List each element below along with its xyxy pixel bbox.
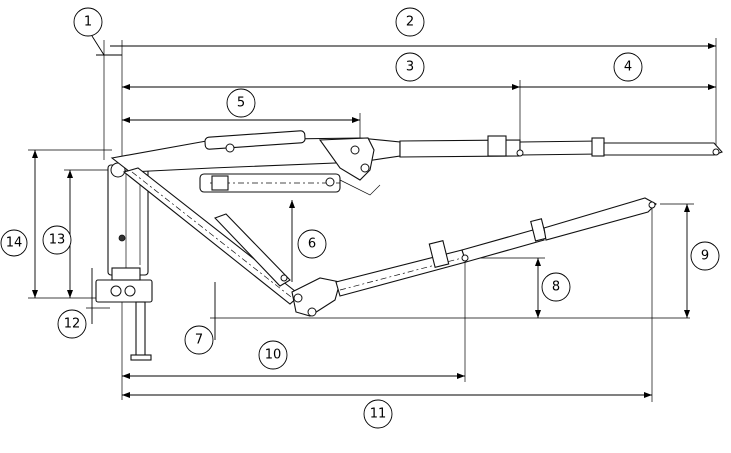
dim-13-arrow-b: [67, 290, 73, 298]
callout-label: 4: [624, 60, 632, 75]
callout-5: 5: [226, 88, 256, 118]
callout-label: 12: [64, 317, 81, 332]
dim-8-arrow-t: [535, 258, 541, 266]
callout-13: 13: [42, 225, 72, 255]
callout-label: 2: [406, 15, 414, 30]
callout-2: 2: [395, 7, 425, 37]
dim-10-arrow-r: [457, 373, 465, 379]
base-block: [95, 279, 153, 303]
callout-label: 5: [237, 96, 245, 111]
secondary-cylinders: [199, 173, 381, 196]
callout-8: 8: [541, 272, 571, 302]
upper-boom: [110, 130, 723, 181]
callout-12: 12: [57, 309, 87, 339]
dim-11-arrow-l: [122, 392, 130, 398]
callout-label: 9: [701, 249, 709, 264]
jib-section-3: [603, 142, 723, 156]
dim-5-arrow-l: [122, 117, 130, 123]
dim-14-arrow-t: [32, 150, 38, 158]
callout-label: 7: [195, 333, 203, 348]
callout-3: 3: [395, 52, 425, 82]
callout-label: 10: [265, 348, 282, 363]
jib-lowered-3: [543, 197, 657, 241]
crane-column: [95, 162, 153, 361]
lowered-boom: [122, 167, 657, 317]
callout-7: 7: [184, 325, 214, 355]
callout-label: 1: [84, 15, 92, 30]
callout-1: 1: [73, 7, 103, 37]
dim-11-arrow-r: [644, 392, 652, 398]
dim-4-arrow-r: [708, 84, 716, 90]
dim-13-arrow-t: [67, 170, 73, 178]
callout-14: 14: [0, 229, 28, 257]
dim-5-arrow-r: [352, 117, 360, 123]
dim-9-arrow-t: [684, 204, 690, 212]
callout-11: 11: [363, 399, 393, 429]
jib-clamp-2: [591, 137, 605, 157]
callout-4: 4: [613, 52, 643, 82]
dim-3-arrow-r: [512, 84, 520, 90]
callout-label: 8: [552, 280, 560, 295]
stabilizer-leg: [135, 301, 146, 358]
jib-section-2: [519, 140, 601, 156]
base-pin-right: [124, 285, 136, 297]
callout-label: 11: [370, 407, 387, 422]
base-pin-left: [110, 285, 122, 297]
callout-label: 13: [49, 233, 66, 248]
dim-9-arrow-b: [684, 310, 690, 318]
callout-label: 14: [6, 236, 23, 251]
jib-lowered-clamp-1: [428, 239, 450, 269]
jib-lowered-2: [461, 227, 545, 263]
dim-8-arrow-b: [535, 310, 541, 318]
callout-label: 3: [406, 60, 414, 75]
dim-10-arrow-l: [122, 373, 130, 379]
knuckle-joint-lowered: [291, 277, 341, 317]
stabilizer-foot: [130, 354, 152, 361]
callout-label: 6: [308, 237, 316, 252]
callout-6: 6: [297, 229, 327, 259]
dim-14-arrow-b: [32, 290, 38, 298]
dimension-lines: [28, 35, 717, 402]
dim-2-arrow: [708, 43, 716, 49]
jib-clamp-1: [487, 135, 507, 157]
callout-10: 10: [258, 340, 288, 370]
dim-1-leader: [91, 35, 105, 56]
callout-9: 9: [690, 241, 720, 271]
lift-cylinder-lowered: [214, 213, 291, 287]
knuckle-joint-upper: [318, 137, 375, 181]
dim-3-arrow-l: [122, 84, 130, 90]
dim-6-arrow-t: [289, 200, 295, 208]
